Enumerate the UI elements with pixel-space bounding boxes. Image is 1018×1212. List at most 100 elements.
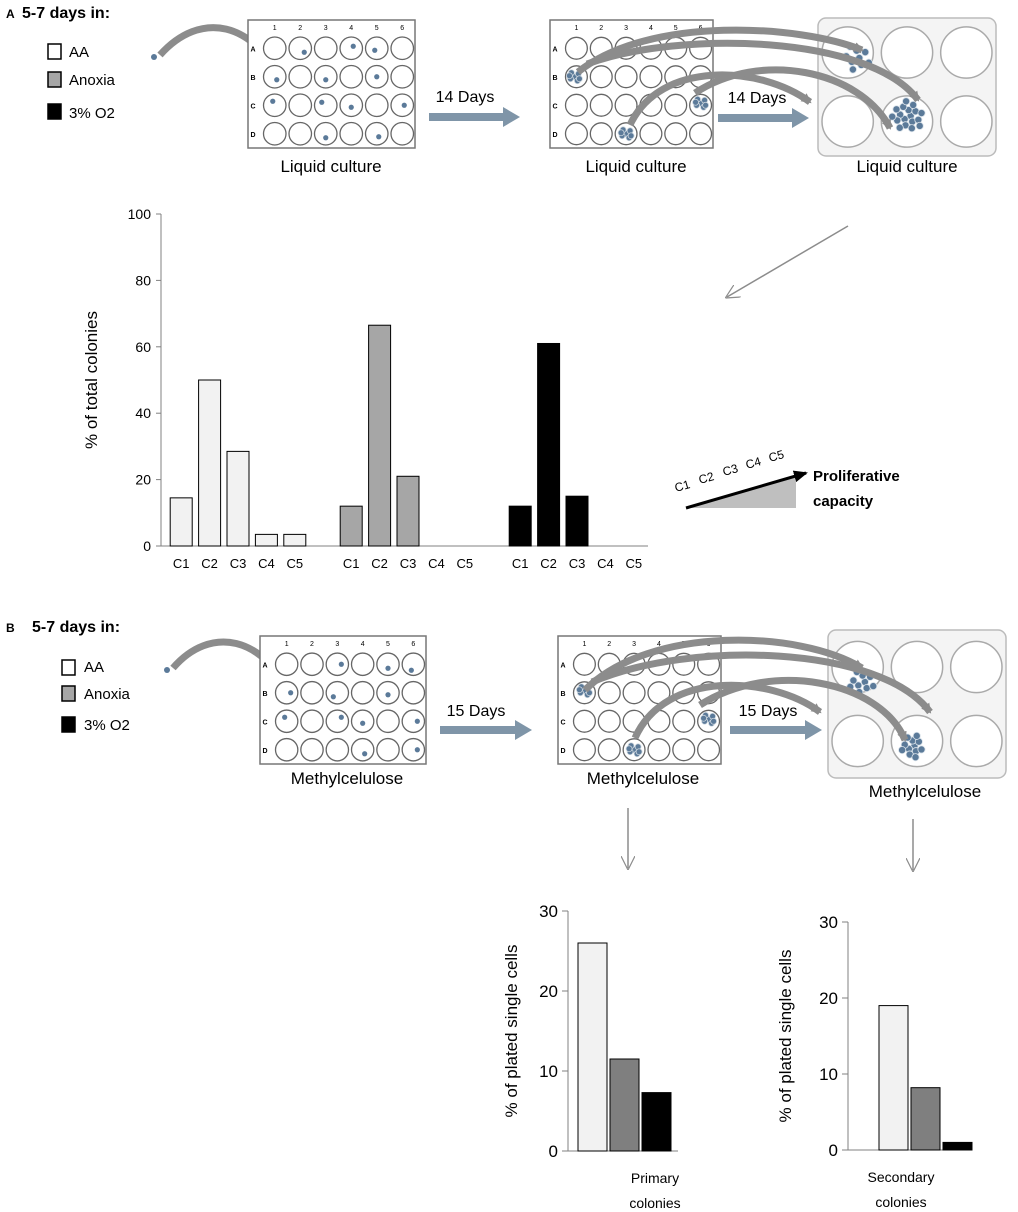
plate-col-label: 3 — [624, 25, 628, 32]
plate-well — [589, 65, 613, 89]
plate-col-label: 2 — [607, 641, 611, 648]
colony-dot — [576, 686, 583, 694]
legend-b-label-3pct-o2: 3% O2 — [84, 717, 130, 734]
legend-label-anoxia: Anoxia — [69, 72, 116, 89]
plate-well — [564, 93, 588, 117]
plate-well — [313, 93, 338, 118]
plate-well — [639, 65, 663, 89]
chart-y-label: % of plated single cells — [502, 945, 521, 1118]
legend-label-aa: AA — [69, 44, 89, 61]
plate-well — [364, 93, 389, 118]
prolif-c5: C5 — [767, 447, 786, 465]
legend-b-label-aa: AA — [84, 659, 104, 676]
cell-dot — [338, 661, 344, 667]
cell-dot — [385, 665, 391, 671]
transfer-arrow-a-3 — [626, 71, 813, 127]
plate6-well — [880, 26, 934, 79]
chart-a-x-tick-label: C1 — [343, 556, 360, 571]
plate-well — [664, 93, 688, 117]
step-a2-arrow — [718, 108, 809, 128]
plate-b3 — [827, 629, 1007, 779]
panel-a-letter: A — [6, 7, 15, 21]
plate-well — [339, 121, 364, 146]
plate-col-label: 4 — [649, 25, 653, 32]
panel-b-letter: B — [6, 621, 15, 635]
chart-a-x-tick-label: C2 — [371, 556, 388, 571]
chart-a-x-tick-label: C4 — [597, 556, 614, 571]
chart-a-x-tick-label: C3 — [569, 556, 586, 571]
plate-well — [288, 93, 313, 118]
plate-well — [597, 738, 621, 762]
plate-well — [401, 652, 426, 677]
plate-well — [262, 121, 287, 146]
plate-row-label: D — [262, 748, 267, 755]
plate-well — [564, 36, 588, 60]
chart-a-y-tick-label: 60 — [135, 339, 151, 355]
plate-row-label: A — [552, 46, 557, 53]
colony-dot — [892, 105, 901, 114]
plate6-well — [821, 95, 875, 148]
cell-dot — [319, 99, 325, 105]
legend-b-label-anoxia: Anoxia — [84, 686, 131, 703]
legend-b-swatch-anoxia — [61, 685, 76, 702]
plate-well — [350, 737, 375, 762]
chart-a-x-tick-label: C1 — [512, 556, 529, 571]
plate-well — [300, 709, 324, 734]
plate6-well — [949, 640, 1003, 694]
plate-well — [313, 121, 338, 146]
plate-col-label: 4 — [349, 25, 353, 32]
plate-a3-caption: Liquid culture — [856, 157, 957, 176]
chart-a-x-tick-label: C4 — [428, 556, 445, 571]
transfer-arrow-a-4 — [693, 66, 894, 130]
prolif-c4: C4 — [744, 454, 763, 472]
plate-well — [390, 36, 415, 61]
plate-well — [622, 681, 646, 705]
plate-col-label: 5 — [386, 641, 390, 648]
plate-col-label: 1 — [574, 25, 578, 32]
chart-a-x-tick-label: C5 — [625, 556, 642, 571]
plate-well — [300, 680, 324, 705]
plate6-well — [939, 95, 993, 148]
transfer-arrow-b-1 — [582, 636, 864, 693]
plate-well — [288, 121, 313, 146]
plate-row-label: A — [262, 662, 267, 669]
plate-well — [350, 680, 375, 705]
plate-well — [390, 121, 415, 146]
plate-b3-caption: Methylcelulose — [869, 782, 981, 801]
transfer-arrow-b-3 — [631, 681, 823, 740]
legend-label-3pct-o2: 3% O2 — [69, 105, 115, 122]
transfer-arrow-b-2 — [590, 651, 933, 715]
chart-a-bar — [565, 495, 589, 547]
plate-well — [288, 36, 313, 61]
plate-col-label: 6 — [411, 641, 415, 648]
legend-swatch-3pct-o2 — [47, 103, 62, 120]
plate-b1-caption: Methylcelulose — [291, 769, 403, 788]
chart-a-x-tick-label: C2 — [540, 556, 557, 571]
plate-row-label: D — [250, 132, 255, 139]
prolif-arrow — [685, 470, 808, 510]
plate-well — [390, 64, 415, 89]
plate-well — [325, 652, 350, 677]
chart-y-tick-label: 20 — [539, 982, 558, 1001]
plate-well — [288, 64, 313, 89]
plate-col-label: 4 — [657, 641, 661, 648]
plate-well — [325, 680, 350, 705]
plate-well — [697, 738, 721, 762]
plate-well — [401, 680, 426, 705]
cell-dot — [414, 747, 420, 753]
cell-dot — [348, 104, 354, 110]
plate-col-label: 3 — [324, 25, 328, 32]
plate-well — [274, 680, 299, 705]
cell-dot — [350, 43, 356, 49]
plate6-well — [949, 714, 1003, 768]
chart-a-bar — [368, 324, 392, 547]
colony-dot — [617, 129, 625, 137]
colony-dot — [700, 714, 707, 722]
plate-col-label: 5 — [375, 25, 379, 32]
plate-well — [262, 64, 287, 89]
cell-dot — [372, 47, 378, 53]
